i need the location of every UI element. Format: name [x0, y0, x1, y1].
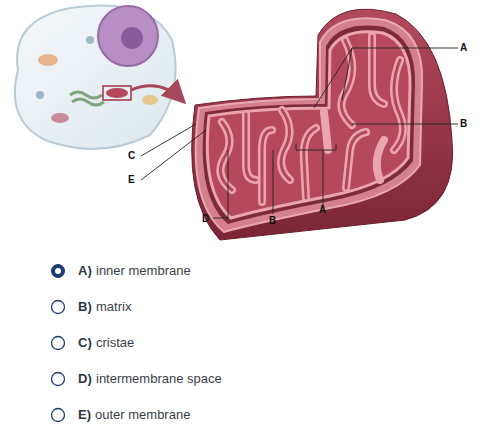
nucleolus [121, 27, 143, 49]
radio-selected [52, 265, 65, 278]
leader-line [141, 130, 206, 180]
crista [346, 132, 366, 188]
callout-letter: A [319, 205, 326, 215]
crista-lumen [220, 36, 402, 202]
leader-line [213, 150, 228, 218]
option-text: outer membrane [95, 407, 190, 422]
inner-membrane [207, 32, 410, 218]
crista [324, 112, 328, 150]
leader-line [352, 124, 458, 125]
callout-letter: D [202, 214, 209, 224]
cell-membrane [15, 5, 176, 148]
vesicle [36, 91, 44, 99]
leader-line [314, 48, 458, 108]
crista [220, 122, 232, 190]
crista [341, 40, 352, 125]
radio-button [52, 409, 65, 422]
nucleus [98, 6, 158, 66]
organelle [51, 113, 69, 123]
mitochondrion [192, 9, 453, 240]
cristae [220, 36, 402, 202]
callout-letter: C [128, 151, 135, 161]
cell-illustration [15, 5, 182, 148]
organelle [38, 54, 58, 66]
intermembrane-space [203, 26, 415, 224]
radio-button [52, 337, 65, 350]
option-text: inner membrane [96, 263, 191, 278]
callout-letter: A [460, 43, 467, 53]
option-text: intermembrane space [96, 371, 222, 386]
option-text: matrix [96, 299, 131, 314]
organelle [142, 95, 158, 105]
golgi [70, 92, 104, 105]
zoom-box [103, 86, 131, 100]
vesicle [86, 36, 94, 44]
crista [281, 110, 290, 180]
radio-button [52, 301, 65, 314]
option-key: A) [78, 263, 92, 278]
leader-line [141, 124, 196, 156]
mitochondrion-small [106, 88, 128, 98]
crista [304, 128, 316, 198]
zoom-arrow [131, 86, 182, 100]
crista [394, 60, 403, 150]
callout-letter: B [460, 119, 467, 129]
option-key: D) [78, 371, 92, 386]
outer-membrane-shell [192, 9, 453, 240]
crista [372, 36, 384, 104]
option-text: cristae [96, 335, 134, 350]
leader-bracket [296, 144, 336, 212]
leader-line [273, 150, 274, 214]
option-key: B) [78, 299, 92, 314]
option-key: E) [78, 407, 91, 422]
radio-dot [55, 268, 61, 274]
leader-lines [141, 48, 458, 218]
radio-buttons [52, 265, 65, 422]
crista [377, 140, 384, 180]
radio-button [52, 373, 65, 386]
callout-letter: B [269, 216, 276, 226]
crista [262, 130, 272, 202]
option-key: C) [78, 335, 92, 350]
crista [246, 114, 256, 180]
cut-face [196, 18, 422, 232]
callout-letter: E [128, 175, 135, 185]
